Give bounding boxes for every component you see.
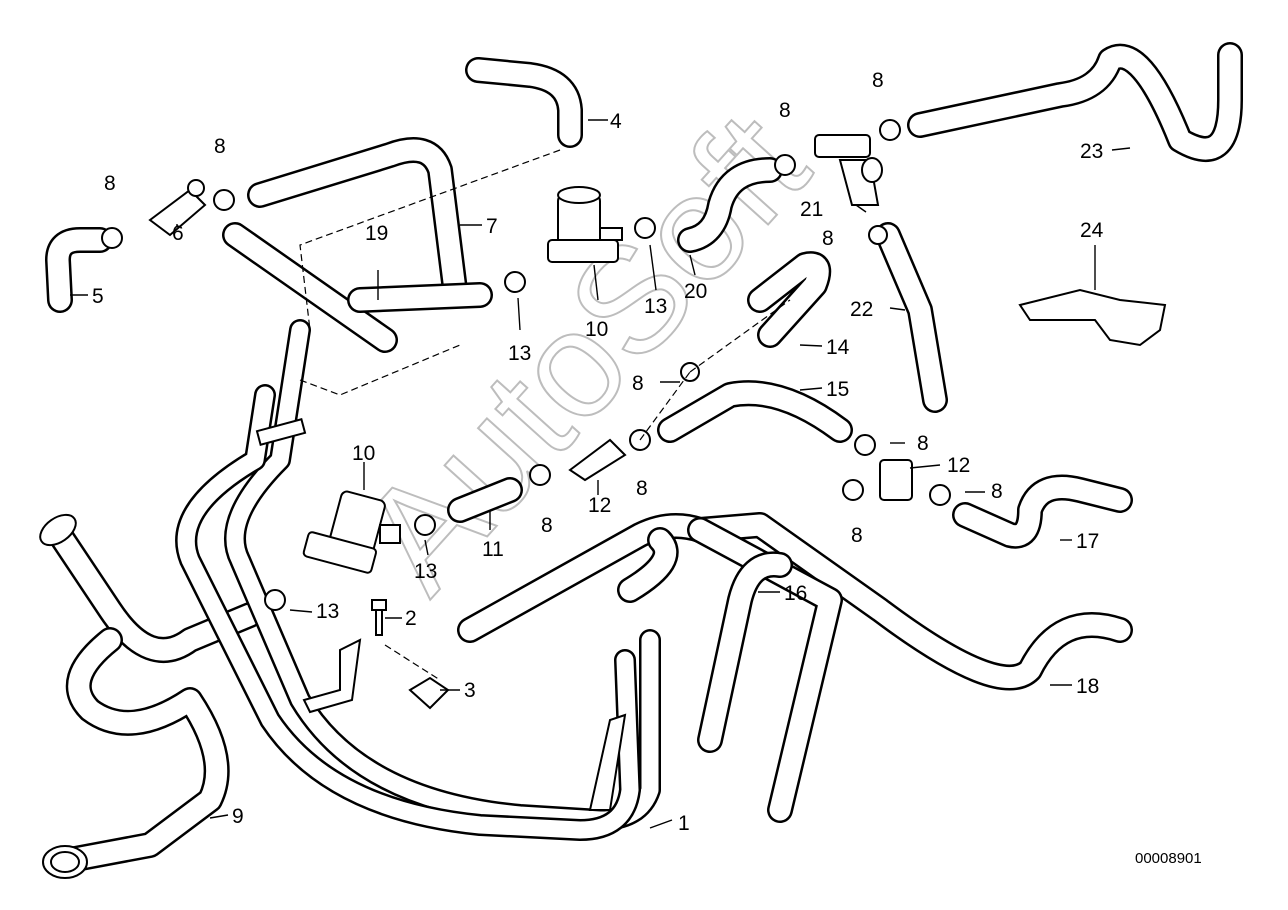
label-20: 20 xyxy=(684,280,707,303)
label-8-d: 8 xyxy=(872,69,884,92)
hose-14[interactable] xyxy=(747,251,832,348)
hose-5[interactable] xyxy=(45,227,113,313)
label-13-d: 13 xyxy=(316,600,339,623)
air-valve-10-top[interactable] xyxy=(547,186,623,263)
label-13-b: 13 xyxy=(644,295,667,318)
hose-15[interactable] xyxy=(657,380,853,443)
air-valve-10-bottom[interactable] xyxy=(302,490,401,574)
leader-lines xyxy=(70,119,1131,829)
label-1: 1 xyxy=(678,812,690,835)
label-23: 23 xyxy=(1080,140,1103,163)
label-8-e: 8 xyxy=(822,227,834,250)
label-5: 5 xyxy=(92,285,104,308)
hose-1[interactable] xyxy=(175,319,661,841)
label-12-a: 12 xyxy=(588,494,611,517)
t-connector-12[interactable] xyxy=(879,459,913,501)
hose-7[interactable] xyxy=(247,137,468,303)
hose-4[interactable] xyxy=(465,57,583,148)
connector-12[interactable] xyxy=(568,438,627,482)
connector-6[interactable] xyxy=(148,179,207,237)
label-9: 9 xyxy=(232,805,244,828)
label-2: 2 xyxy=(405,607,417,630)
label-8-j: 8 xyxy=(991,480,1003,503)
label-15: 15 xyxy=(826,378,849,401)
hose-18[interactable] xyxy=(457,512,1133,823)
bracket-24[interactable] xyxy=(1018,288,1167,347)
hose-17[interactable] xyxy=(952,474,1133,549)
reference-number: 00008901 xyxy=(1135,850,1202,867)
label-17: 17 xyxy=(1076,530,1099,553)
label-11: 11 xyxy=(482,538,504,561)
label-10-a: 10 xyxy=(585,318,608,341)
label-19: 19 xyxy=(365,222,388,245)
label-12-b: 12 xyxy=(947,454,970,477)
label-8-k: 8 xyxy=(851,524,863,547)
label-22: 22 xyxy=(850,298,873,321)
label-8-a: 8 xyxy=(104,172,116,195)
label-6: 6 xyxy=(172,222,184,245)
hose-9[interactable] xyxy=(35,509,263,879)
label-8-c: 8 xyxy=(779,99,791,122)
label-4: 4 xyxy=(610,110,622,133)
label-8-g: 8 xyxy=(636,477,648,500)
hose-22[interactable] xyxy=(875,222,948,413)
label-21: 21 xyxy=(800,198,823,221)
label-8-h: 8 xyxy=(541,514,553,537)
bolt-2[interactable] xyxy=(371,599,387,636)
label-13-c: 13 xyxy=(414,560,437,583)
hose-20[interactable] xyxy=(677,157,783,253)
hose-16[interactable] xyxy=(697,551,793,753)
label-8-i: 8 xyxy=(917,432,929,455)
label-10-b: 10 xyxy=(352,442,375,465)
label-3: 3 xyxy=(464,679,476,702)
label-18: 18 xyxy=(1076,675,1099,698)
label-8-f: 8 xyxy=(632,372,644,395)
label-8-b: 8 xyxy=(214,135,226,158)
label-24: 24 xyxy=(1080,219,1104,242)
hose-19[interactable] xyxy=(222,222,493,353)
assembly-lines xyxy=(299,149,791,681)
clip-nut-3[interactable] xyxy=(408,676,450,710)
hose-23[interactable] xyxy=(907,42,1243,162)
label-13-a: 13 xyxy=(508,342,531,365)
label-7: 7 xyxy=(486,215,498,238)
hose-11[interactable] xyxy=(447,477,523,523)
label-14: 14 xyxy=(826,336,850,359)
bracket xyxy=(302,638,362,714)
label-16: 16 xyxy=(784,582,807,605)
part-labels: 1 2 3 4 5 6 7 8 8 8 8 8 8 8 8 8 8 8 9 10… xyxy=(92,69,1104,835)
t-connector-21[interactable] xyxy=(814,134,883,206)
